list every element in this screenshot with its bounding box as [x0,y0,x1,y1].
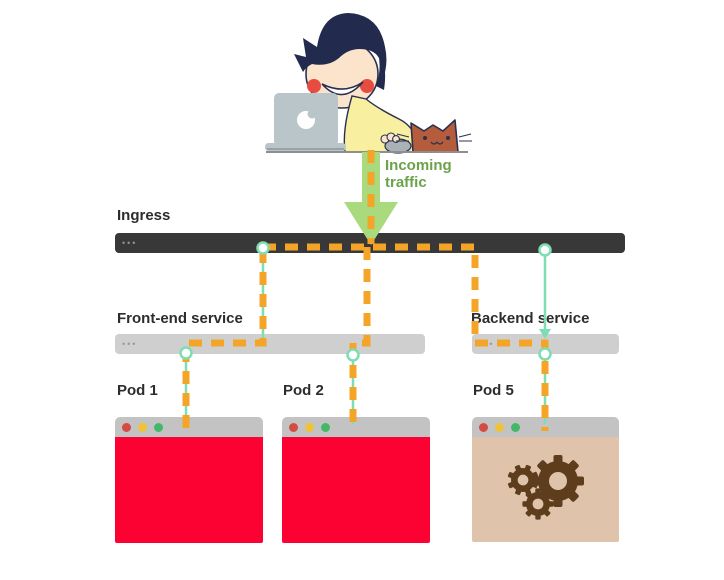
laptop-icon [265,93,346,151]
right-cheek [360,79,374,93]
whiskers [396,133,472,142]
window-dot-green-icon [511,422,520,432]
window-dot-yellow-icon [495,422,504,432]
mouse-icon [384,138,412,154]
left-cheek [307,79,321,93]
pod2-titlebar [282,417,430,437]
ingress-label: Ingress [117,207,171,224]
pod1-window [115,417,263,543]
frontend-service-bar: ••• [115,334,425,354]
window-dot-red-icon [122,422,131,432]
window-dot-red-icon [479,422,488,432]
ingress-bar: ••• [115,233,625,253]
pod1-label: Pod 1 [117,382,158,399]
window-dot-yellow-icon [305,422,314,432]
frontend-service-label: Front-end service [117,310,243,327]
pod1-body [115,437,263,543]
pod2-window [282,417,430,543]
pod5-titlebar [472,417,619,437]
gears-icon [502,455,584,520]
cat-icon [396,119,472,153]
window-dot-green-icon [321,422,330,432]
pod5-body [472,437,619,542]
person-at-laptop-illustration [265,13,472,154]
window-dot-green-icon [154,422,163,432]
backend-service-bar: ••• [472,334,619,354]
ellipsis-icon: ••• [122,237,138,248]
pod1-titlebar [115,417,263,437]
backend-service-label: Backend service [471,310,590,327]
pod5-window [472,417,619,542]
ellipsis-icon: ••• [122,338,138,349]
hair [294,13,387,82]
pod2-body [282,437,430,543]
window-dot-yellow-icon [138,422,147,432]
person-icon [294,13,421,154]
ellipsis-icon: ••• [479,338,495,349]
shirt [343,95,421,153]
incoming-traffic-label: Incoming traffic [385,157,452,191]
smile [321,81,364,96]
pod5-label: Pod 5 [473,382,514,399]
pod2-label: Pod 2 [283,382,324,399]
window-dot-red-icon [289,422,298,432]
